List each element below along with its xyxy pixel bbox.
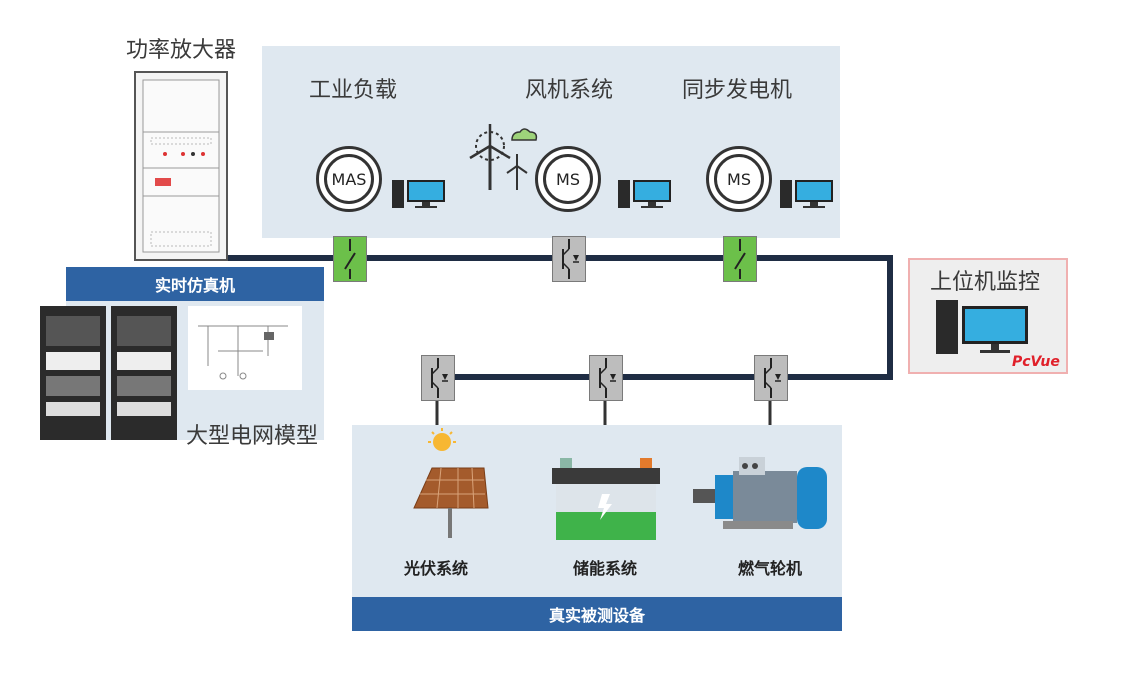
breaker-switch	[723, 236, 757, 282]
computer-icon	[618, 180, 671, 208]
machine-mas: MAS	[316, 146, 382, 212]
grid-model-label: 大型电网模型	[186, 424, 319, 449]
industrial-load-label: 工业负载	[309, 78, 398, 103]
host-monitor-label: 上位机监控	[930, 270, 1041, 295]
machine-mas-label: MAS	[324, 154, 374, 204]
wind-turbine-icon	[469, 124, 538, 190]
pv-system-label: 光伏系统	[404, 559, 469, 578]
grid-schematic-image	[188, 306, 302, 390]
machine-ms-sync: MS	[706, 146, 772, 212]
converter-switch	[754, 355, 788, 401]
pcvue-label: PcVue	[1012, 354, 1060, 370]
solar-panel-icon	[413, 428, 489, 538]
machine-ms-sync-label: MS	[714, 154, 764, 204]
amplifier-cabinet-icon	[134, 71, 228, 261]
sync-generator-label: 同步发电机	[682, 78, 793, 103]
machine-ms-wind-label: MS	[543, 154, 593, 204]
machine-ms-wind: MS	[535, 146, 601, 212]
pc-icon	[936, 300, 1028, 354]
amplifier-label: 功率放大器	[126, 38, 237, 63]
converter-switch	[552, 236, 586, 282]
battery-icon	[552, 458, 660, 540]
server-rack-icon	[40, 306, 106, 440]
converter-switch	[589, 355, 623, 401]
breaker-switch	[333, 236, 367, 282]
dut-title: 真实被测设备	[352, 597, 842, 631]
computer-icon	[392, 180, 445, 208]
server-rack-icon	[111, 306, 177, 440]
realtime-sim-title: 实时仿真机	[66, 267, 324, 301]
wind-system-label: 风机系统	[525, 78, 614, 103]
computer-icon	[780, 180, 833, 208]
turbine-motor-icon	[693, 457, 827, 529]
storage-system-label: 储能系统	[573, 559, 638, 578]
converter-switch	[421, 355, 455, 401]
gas-turbine-label: 燃气轮机	[738, 559, 803, 578]
